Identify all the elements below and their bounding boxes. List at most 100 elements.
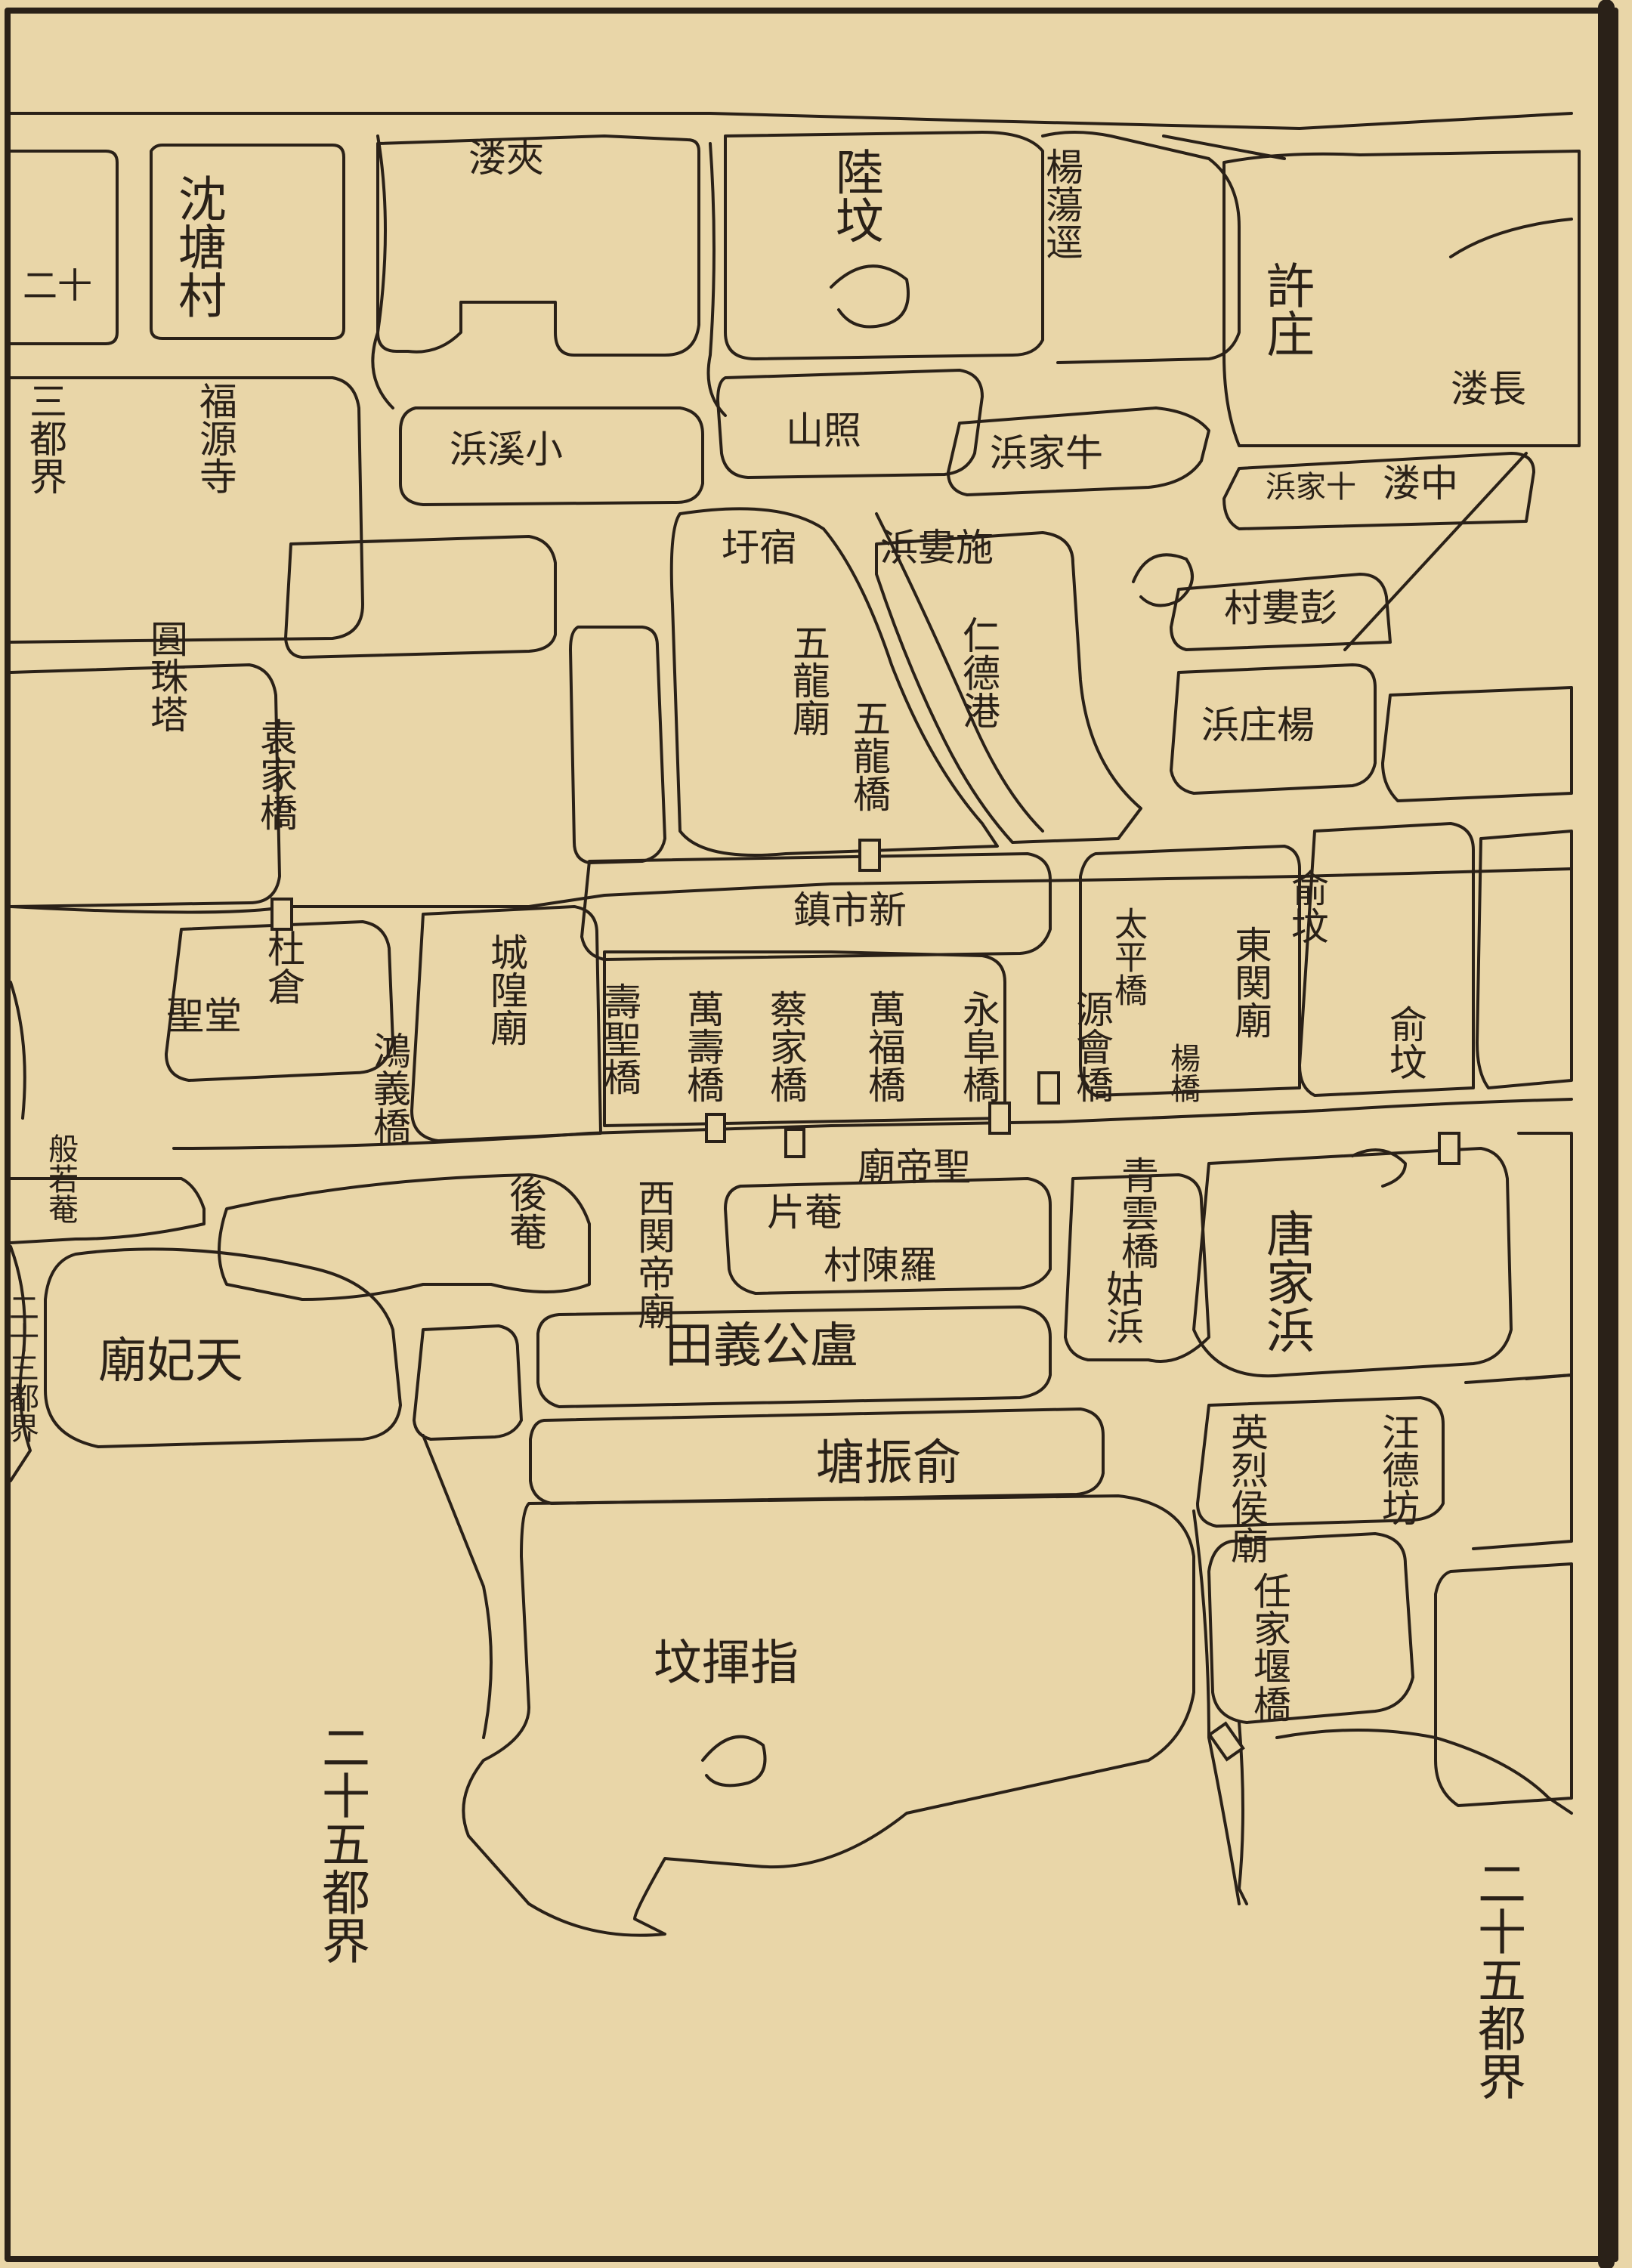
block-yu-fen bbox=[1298, 822, 1475, 1097]
block-xiao-xi bbox=[399, 406, 704, 506]
label-san-du-jie: 三都界 bbox=[23, 382, 67, 495]
label-zhong-lou: 中溇 bbox=[1383, 462, 1458, 505]
bridge-yuan-hui bbox=[1037, 1071, 1060, 1105]
label-wu-long-qiao: 五龍橋 bbox=[847, 699, 891, 812]
block-zhi-hui bbox=[462, 1494, 1195, 1937]
map-frame bbox=[5, 8, 1618, 2262]
label-jia-lou: 夾溇 bbox=[468, 137, 544, 181]
label-peng-lou-cun: 彭婁村 bbox=[1224, 586, 1337, 630]
label-yu-fen-2: 俞坟 bbox=[1383, 1005, 1427, 1080]
label-wang-de-fang: 汪德坊 bbox=[1376, 1413, 1420, 1526]
label-chang-lou: 長溇 bbox=[1451, 367, 1526, 411]
block-far-east-north bbox=[1449, 218, 1573, 258]
label-su-yu: 宿圩 bbox=[722, 526, 797, 570]
block-peng-lou bbox=[1170, 573, 1392, 651]
label-sheng-tang: 聖堂 bbox=[166, 994, 242, 1038]
label-taiping-qiao: 太平橋 bbox=[1108, 907, 1147, 1006]
block-lu-fen bbox=[724, 131, 1044, 360]
label-dong-guan-miao: 東関廟 bbox=[1229, 925, 1272, 1039]
label-xu-zhuang: 許庄 bbox=[1258, 261, 1314, 357]
block-hou-an bbox=[218, 1173, 591, 1301]
label-du-cang: 杜倉 bbox=[261, 929, 305, 1005]
canal-south-2 bbox=[1192, 1509, 1241, 1905]
canal-north-1 bbox=[371, 134, 394, 409]
label-yuan-jia-qiao: 袁家橋 bbox=[254, 718, 298, 831]
gourd-zhi-hui bbox=[701, 1735, 767, 1788]
label-xin-shi-zhen: 新市鎮 bbox=[793, 888, 907, 932]
label-ying-lie-hou-miao: 英烈侯廟 bbox=[1225, 1413, 1269, 1564]
block-luo-chen bbox=[724, 1177, 1052, 1295]
block-ren-de bbox=[875, 531, 1142, 844]
label-shen-tang-cun: 沈塘村 bbox=[170, 174, 226, 319]
label-yang-dang-jing: 楊蕩逕 bbox=[1040, 147, 1083, 261]
label-yang-zhuang-bang: 楊庄浜 bbox=[1201, 703, 1315, 747]
block-yuan-zhu bbox=[9, 663, 281, 908]
block-ren-jia bbox=[1207, 1532, 1414, 1724]
canal-top bbox=[9, 112, 1573, 130]
label-wu-long-miao: 五龍廟 bbox=[787, 623, 830, 737]
label-zhi-hui-fen: 指揮坟 bbox=[654, 1636, 799, 1692]
label-er-shi: 二十 bbox=[23, 265, 92, 306]
river-east-diag bbox=[1343, 452, 1528, 651]
canal-north-2 bbox=[706, 142, 727, 417]
bridge-yong-fu bbox=[988, 1102, 1011, 1135]
block-fu-yuan bbox=[9, 376, 364, 644]
label-wan-shou-qiao: 萬壽橋 bbox=[681, 990, 725, 1103]
block-qing-yun bbox=[1064, 1173, 1210, 1363]
label-shou-sheng-qiao: 壽聖橋 bbox=[598, 982, 641, 1095]
label-yuan-zhu-ta: 圓珠塔 bbox=[144, 620, 188, 733]
label-an-pian: 菴片 bbox=[767, 1191, 842, 1234]
label-yang-qiao: 楊橋 bbox=[1165, 1043, 1200, 1103]
block-xin-shi bbox=[580, 852, 1052, 961]
block-niu-jia bbox=[947, 406, 1210, 496]
block-east-2 bbox=[1476, 830, 1573, 1089]
block-east-4 bbox=[1464, 1373, 1573, 1550]
block-zhao-shan bbox=[716, 369, 984, 479]
block-east-5 bbox=[1434, 1562, 1573, 1807]
block-west-mid bbox=[284, 535, 557, 659]
block-west-center bbox=[569, 626, 666, 864]
label-ren-jia-yan-qiao: 任家堰橋 bbox=[1247, 1571, 1291, 1723]
gourd-lu-fen bbox=[830, 264, 910, 329]
block-ying-lie bbox=[1196, 1396, 1445, 1528]
bridge-wu-long bbox=[858, 839, 881, 872]
label-sheng-di-miao: 聖帝廟 bbox=[858, 1145, 971, 1189]
label-zhao-shan: 照山 bbox=[786, 409, 861, 453]
canal-main bbox=[9, 867, 1573, 914]
label-yu-fen-1: 俞坟 bbox=[1285, 869, 1329, 944]
bridge-yuan-jia bbox=[270, 898, 293, 931]
gourd-peng-lou bbox=[1132, 553, 1194, 607]
label-yu-zhen-tang: 俞振塘 bbox=[816, 1435, 961, 1491]
block-small-west bbox=[413, 1324, 523, 1441]
label-cai-jia-qiao: 蔡家橋 bbox=[764, 990, 808, 1103]
label-niu-jia-bang: 牛家浜 bbox=[990, 431, 1103, 475]
label-wan-fu-qiao: 萬福橋 bbox=[862, 990, 906, 1103]
label-hong-yi-qiao: 鴻義橋 bbox=[367, 1031, 411, 1145]
label-hou-an: 後菴 bbox=[503, 1175, 547, 1250]
label-yuan-hui-qiao: 源會橋 bbox=[1070, 990, 1114, 1103]
block-yang-dang bbox=[1041, 131, 1241, 364]
bridge-shou-sheng bbox=[705, 1113, 726, 1143]
label-ban-ruo-an: 般若菴 bbox=[43, 1133, 78, 1224]
canal-ren-de bbox=[875, 512, 1044, 833]
block-tai-ping bbox=[1079, 845, 1301, 1097]
canal-south-1 bbox=[422, 1434, 493, 1739]
label-cheng-huang-miao: 城隍廟 bbox=[484, 933, 528, 1046]
label-lu-gong-yi-tian: 盧公義田 bbox=[665, 1318, 858, 1374]
block-tian-fei bbox=[44, 1247, 402, 1448]
label-er-shi-wu-du-jie-1: 二十五都界 bbox=[314, 1723, 369, 1964]
label-er-shi-san-du-jie: 二十三都界 bbox=[4, 1292, 39, 1443]
edge-west-2 bbox=[9, 1245, 32, 1482]
block-du-cang bbox=[165, 920, 394, 1082]
label-tian-fei-miao: 天妃廟 bbox=[98, 1333, 243, 1389]
label-ren-de-gang: 仁德港 bbox=[957, 616, 1000, 729]
block-wu-long bbox=[669, 507, 999, 857]
block-shen-tang bbox=[150, 144, 345, 340]
block-tang-jia bbox=[1192, 1147, 1513, 1378]
block-east-3 bbox=[1517, 1132, 1573, 1380]
label-tang-jia-bang: 唐家浜 bbox=[1258, 1209, 1314, 1354]
block-shou-sheng bbox=[603, 950, 1006, 1127]
edge-west-1 bbox=[9, 981, 26, 1120]
block-zhong-lou bbox=[1222, 452, 1535, 530]
